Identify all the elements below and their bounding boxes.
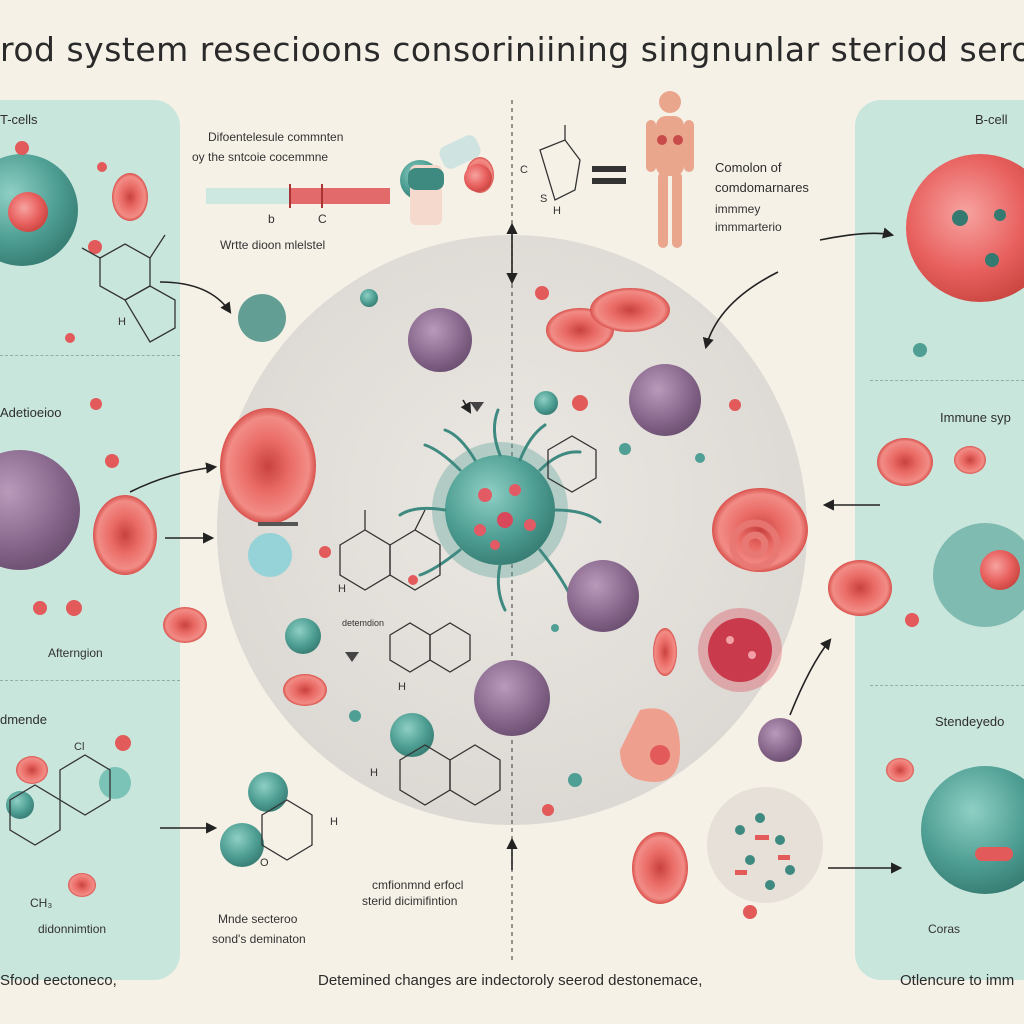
footer-center: Detemined changes are indectoroly seerod… <box>318 972 703 989</box>
left-molecule-label: CH₃ <box>30 896 53 910</box>
red-blood-cells <box>16 157 986 904</box>
vial-icon <box>408 135 492 225</box>
equals-sign <box>592 166 626 172</box>
svg-text:H: H <box>370 767 378 779</box>
left-mid-label: Adetioeioo <box>0 405 62 420</box>
body-caption-line2: comdomarnares <box>715 180 809 195</box>
footer-left: Sfood eectoneco, <box>0 972 117 989</box>
bar-marker-c: C <box>318 212 327 226</box>
svg-text:H: H <box>553 205 561 217</box>
body-caption-line4: immmarterio <box>715 220 782 234</box>
t-cells-label: T-cells <box>0 112 38 127</box>
svg-text:C: C <box>520 164 528 176</box>
purple-cell <box>474 660 550 736</box>
right-mid-label: Immune syp <box>940 410 1011 425</box>
left-divider-2 <box>0 680 180 681</box>
spiral-red-cell <box>729 519 781 571</box>
left-bottom-label: didonnimtion <box>38 922 107 936</box>
right-lower-label: Stendeyedo <box>935 714 1005 729</box>
diagram-title: rod system resecioons consoriniining sin… <box>0 30 1024 69</box>
right-bottom-label: Coras <box>928 922 961 936</box>
red-spiky-cell <box>698 608 782 692</box>
bottom-note-line1: cmfionmnd erfocl <box>372 878 464 892</box>
particle-cluster <box>707 787 823 919</box>
right-teal-cluster <box>933 523 1024 627</box>
left-lower-label: dmende <box>0 712 47 727</box>
svg-text:H: H <box>398 681 406 693</box>
human-body-icon <box>646 91 694 248</box>
svg-text:O: O <box>260 857 269 869</box>
flow-arrows <box>129 222 903 874</box>
center-small-label: detemdion <box>342 618 385 628</box>
particle-dots <box>15 141 927 816</box>
purple-cell <box>408 308 472 372</box>
body-caption-line1: Comolon of <box>715 160 782 175</box>
bottom-left-note-line1: Mnde secteroo <box>218 912 298 926</box>
footer-right: Otlencure to imm <box>900 972 1015 989</box>
svg-text:H: H <box>338 583 346 595</box>
right-divider-2 <box>870 685 1024 686</box>
svg-text:H: H <box>330 816 338 828</box>
left-divider-1 <box>0 355 180 356</box>
body-caption-line3: immmey <box>715 202 761 216</box>
bar-marker-b: b <box>268 212 275 226</box>
svg-text:S: S <box>540 193 547 205</box>
top-caption-line2: oy the sntcoie cocemmne <box>192 150 329 164</box>
small-teal-cells <box>6 160 558 867</box>
bar-caption: Wrtte dioon mlelstel <box>220 238 326 252</box>
purple-cell <box>629 364 701 436</box>
b-cell-sphere <box>906 154 1024 302</box>
svg-text:Cl: Cl <box>74 741 84 753</box>
t-cell-nucleus <box>8 192 48 232</box>
purple-cell <box>758 718 802 762</box>
bottom-left-note-line2: sond's deminaton <box>212 932 306 946</box>
b-cell-label: B-cell <box>975 112 1008 127</box>
central-dendritic-cell <box>398 408 602 612</box>
top-caption-line1: Difoentelesule commnten <box>208 130 344 144</box>
svg-text:H: H <box>118 316 126 328</box>
purple-cell <box>567 560 639 632</box>
lower-right-sphere <box>921 766 1024 894</box>
left-small-label: Afterngion <box>48 646 103 660</box>
left-purple-cell <box>0 450 80 570</box>
right-divider-1 <box>870 380 1024 381</box>
chemical-structure <box>9 125 597 861</box>
bottom-note-line2: sterid dicimifintion <box>362 894 458 908</box>
